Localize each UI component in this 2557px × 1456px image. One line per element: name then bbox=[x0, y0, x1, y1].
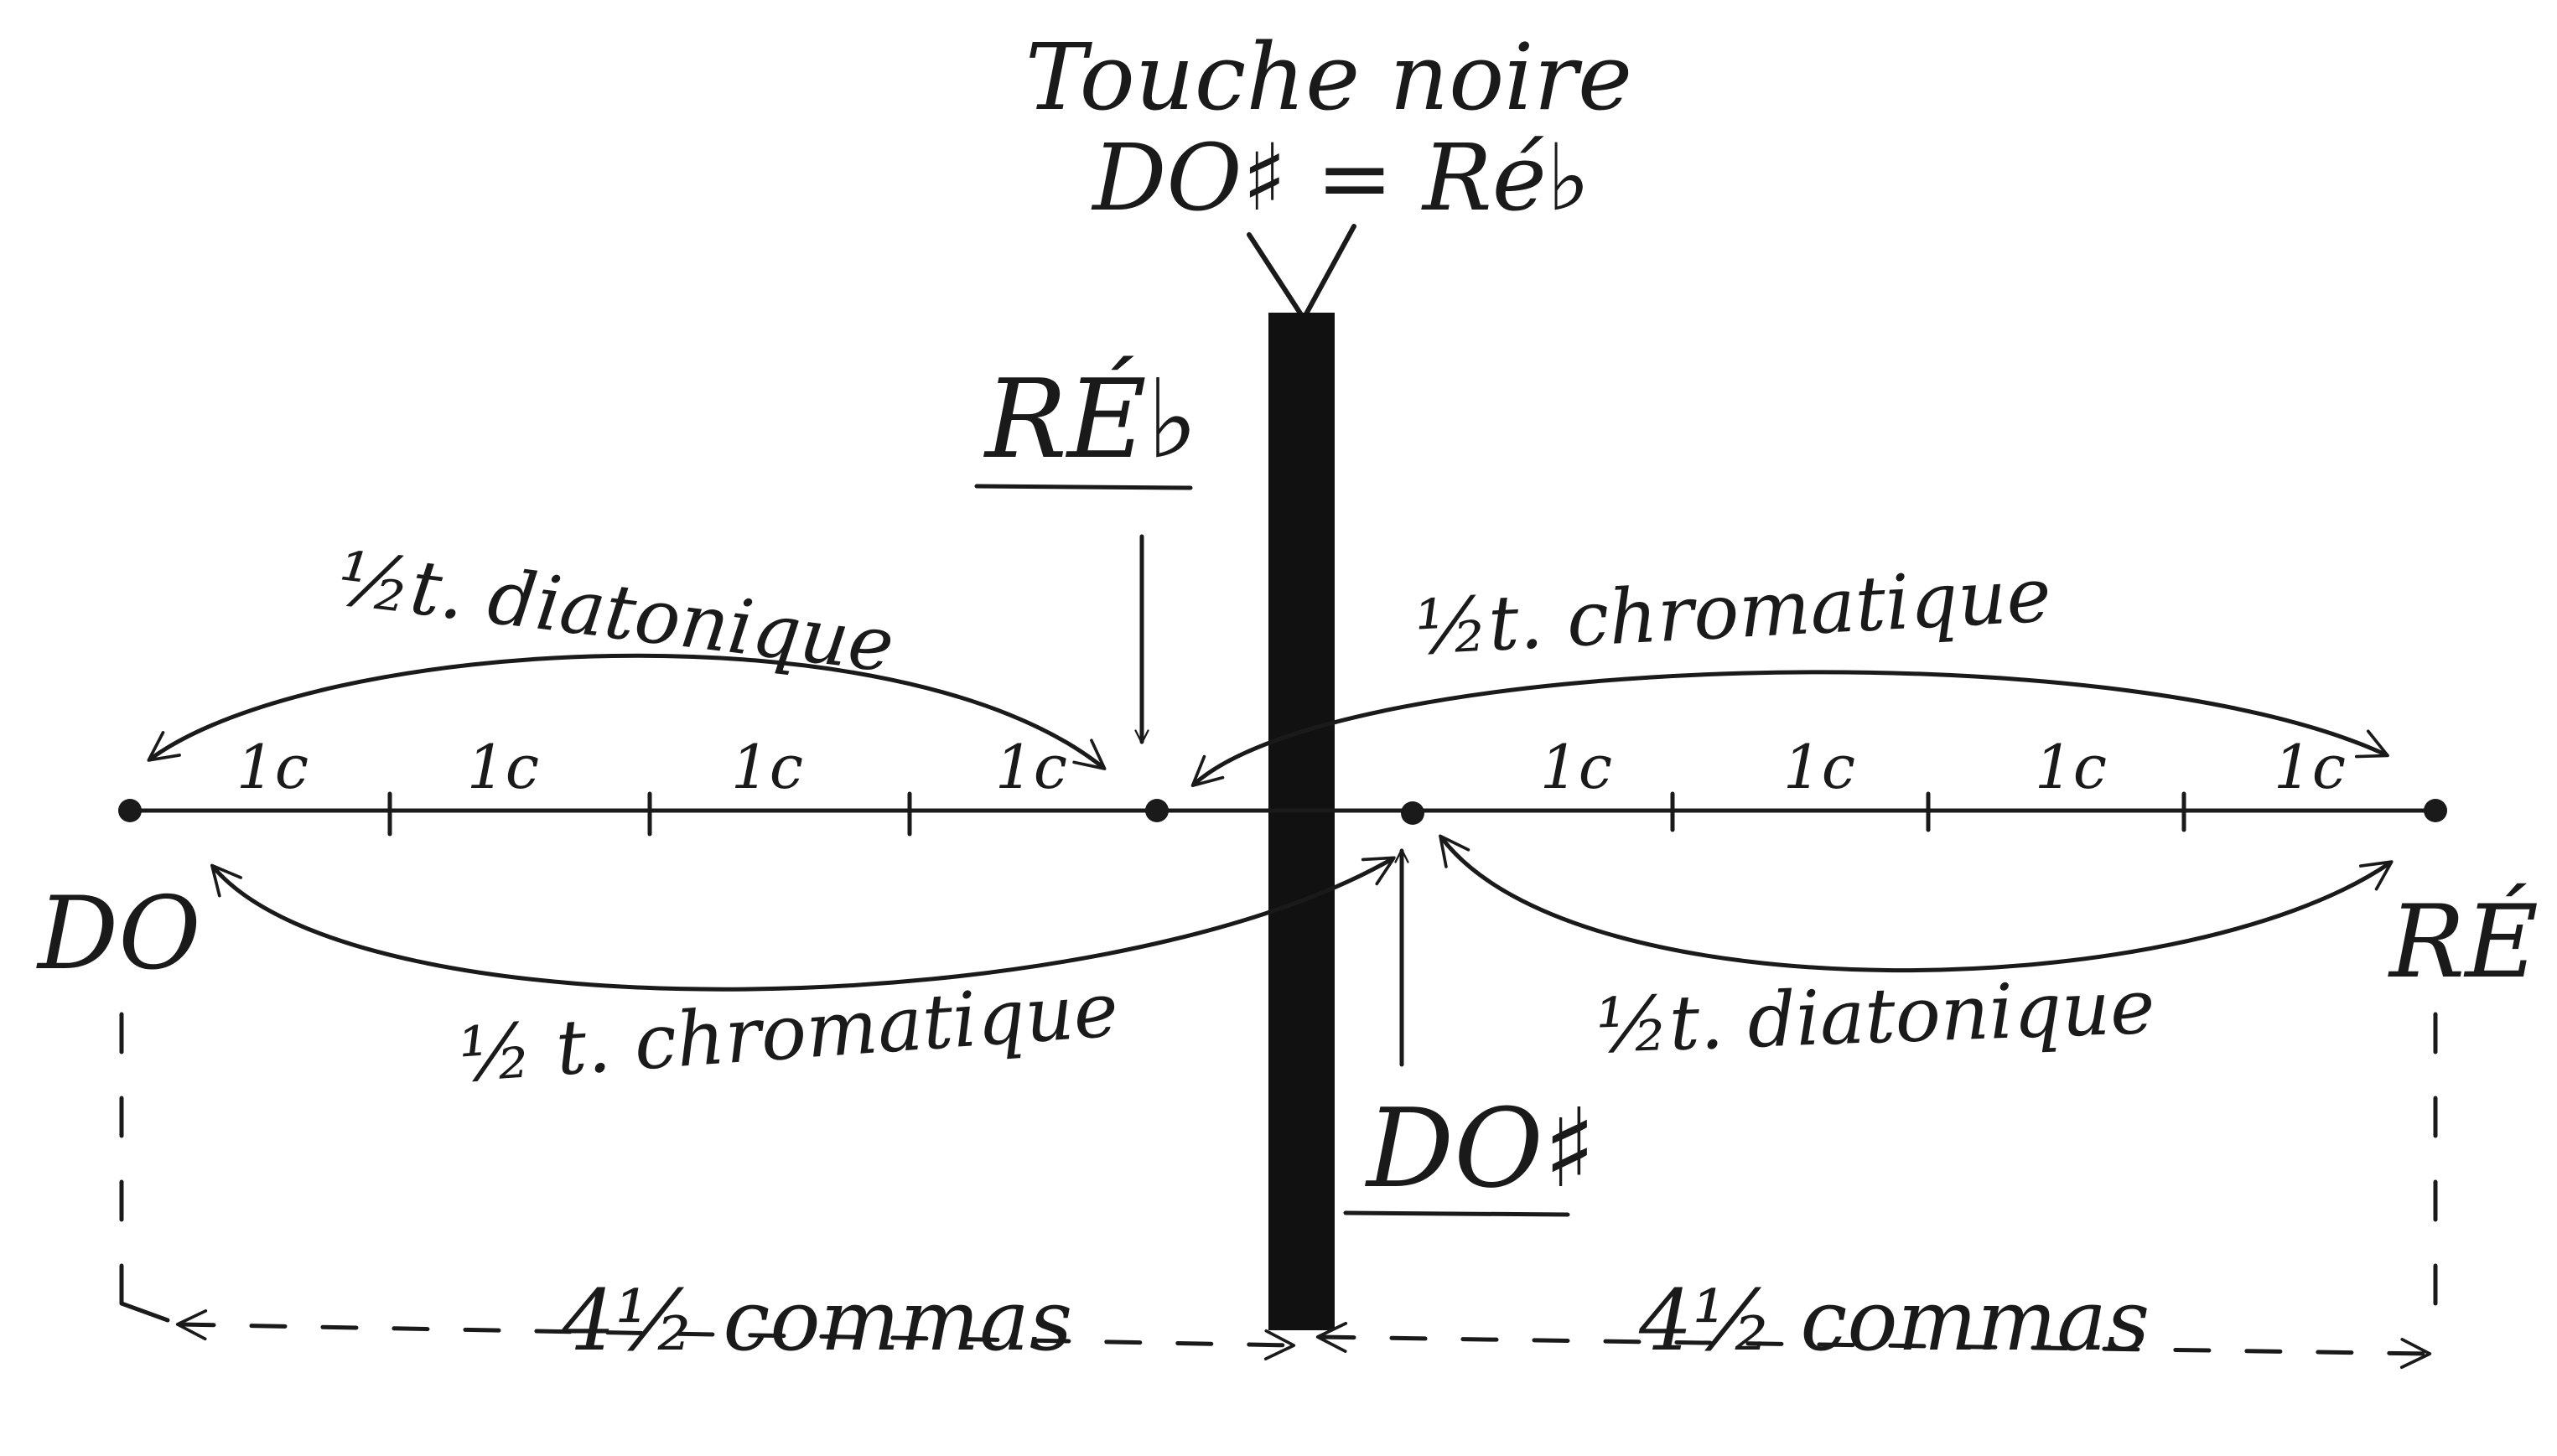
interval-bottom-right: ½t. diatonique bbox=[1595, 963, 2156, 1070]
note-do: DO bbox=[36, 876, 201, 992]
tick-marks bbox=[387, 791, 2186, 837]
note-do-sharp: DO♯ bbox=[1365, 1085, 1596, 1212]
re-dot bbox=[2424, 799, 2447, 822]
comma-label-2: 1c bbox=[467, 732, 539, 802]
comma-label-4: 1c bbox=[995, 732, 1067, 802]
do-dot bbox=[118, 799, 142, 822]
comma-label-8: 1c bbox=[2274, 732, 2346, 802]
note-re: RÉ bbox=[2388, 883, 2539, 1001]
do-sharp-dot bbox=[1401, 801, 1424, 825]
comma-label-1: 1c bbox=[236, 732, 309, 802]
black-key bbox=[1268, 313, 1335, 1330]
interval-bottom-left: ½ t. chromatique bbox=[456, 966, 1121, 1100]
arc-top-right bbox=[1190, 670, 2389, 788]
arc-top-left bbox=[147, 653, 1107, 770]
comma-label-7: 1c bbox=[2035, 732, 2107, 802]
commas-left: 4½ commas bbox=[561, 1272, 1072, 1370]
comma-label-5: 1c bbox=[1540, 732, 1612, 802]
header-pointer bbox=[1247, 224, 1356, 321]
commas-right: 4½ commas bbox=[1638, 1272, 2150, 1370]
header-line1: Touche noire bbox=[1025, 23, 1632, 131]
comma-label-6: 1c bbox=[1783, 732, 1855, 802]
re-flat-underline bbox=[974, 484, 1193, 490]
do-sharp-underline bbox=[1343, 1210, 1570, 1217]
re-flat-dot bbox=[1145, 799, 1169, 822]
arc-bottom-left bbox=[210, 856, 1396, 992]
interval-top-right: ½t. chromatique bbox=[1413, 551, 2053, 672]
dashed-horizontal-left bbox=[175, 1309, 1296, 1360]
header-line2: DO♯ = Ré♭ bbox=[1091, 124, 1590, 231]
arc-bottom-right bbox=[1439, 834, 2394, 972]
note-re-flat: RÉ♭ bbox=[983, 355, 1198, 483]
corner-left bbox=[119, 1301, 170, 1323]
interval-top-left: ½t. diatonique bbox=[333, 535, 898, 690]
comma-label-3: 1c bbox=[731, 732, 803, 802]
